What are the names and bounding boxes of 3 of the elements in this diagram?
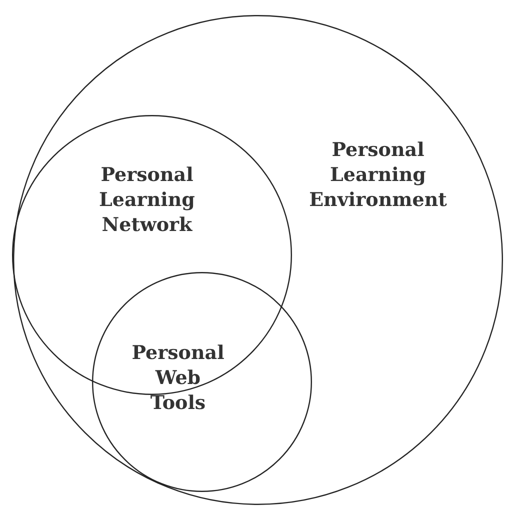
circle-label: Personal Learning Network bbox=[98, 163, 196, 238]
circle-label: Personal Web Tools bbox=[130, 341, 226, 416]
circle-label: Personal Learning Environment bbox=[308, 138, 448, 213]
